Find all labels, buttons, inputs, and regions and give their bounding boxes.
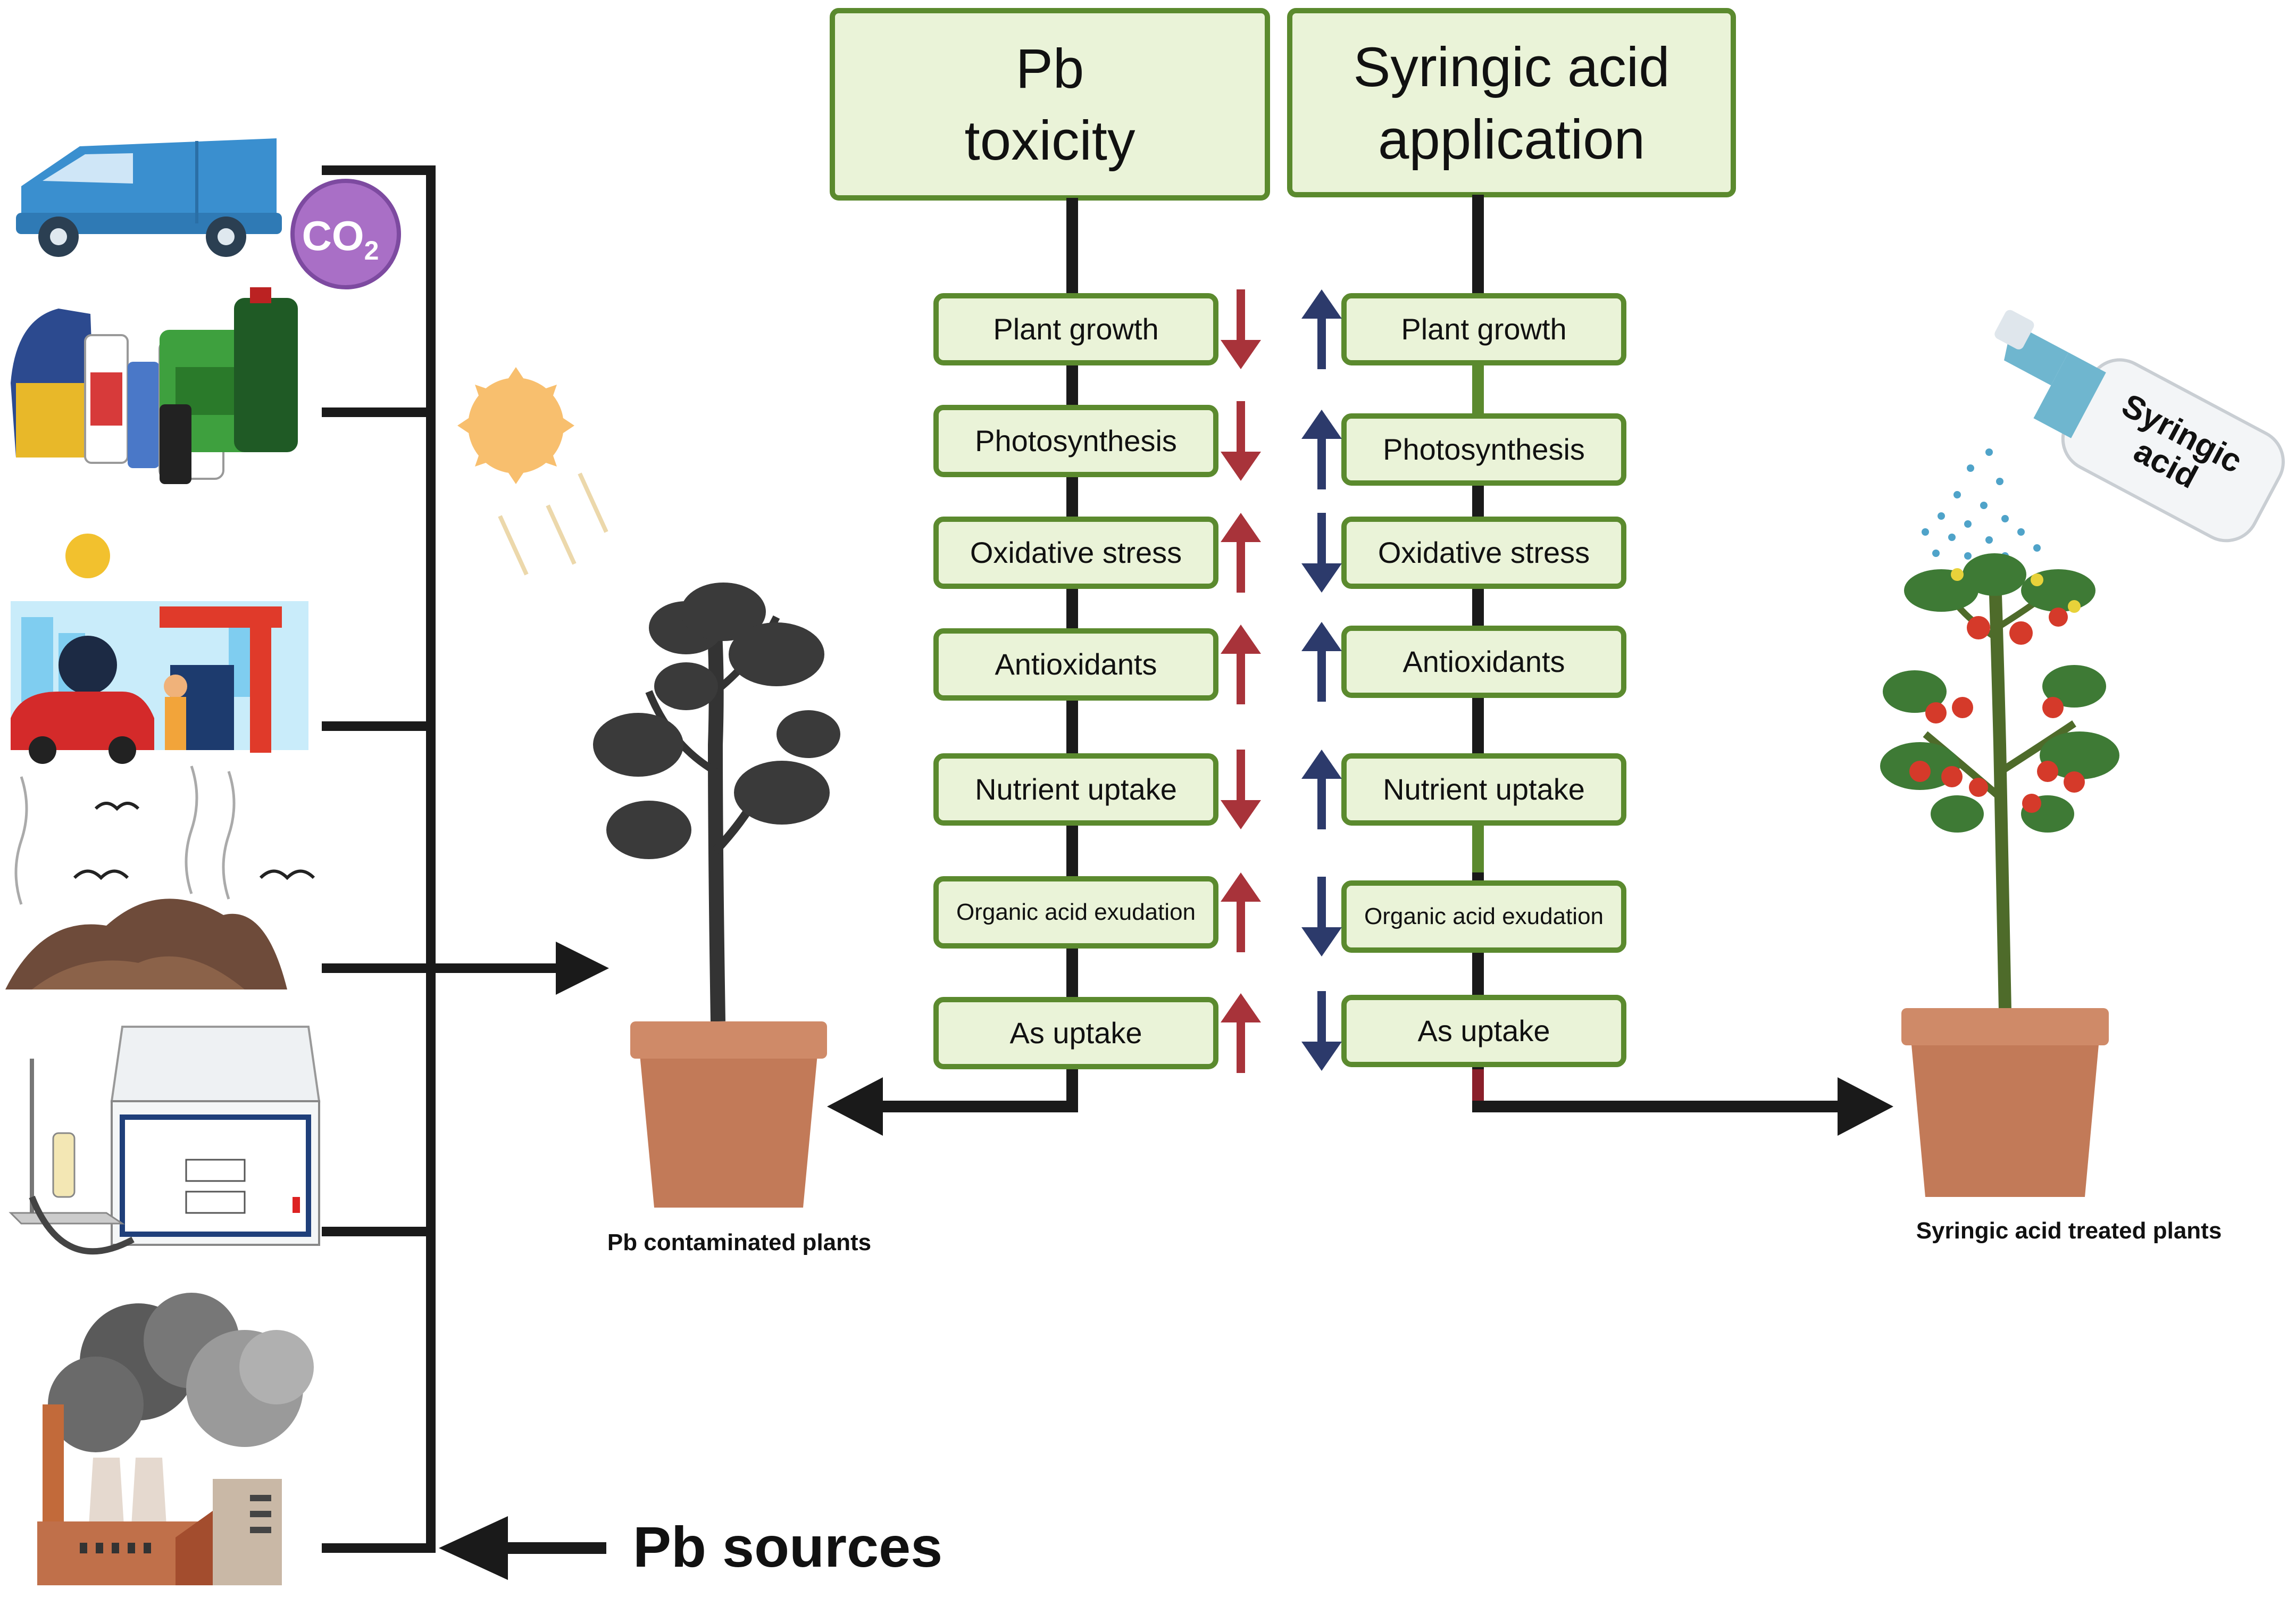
increase-arrow-icon [1221,872,1261,952]
pb-effects-column: Plant growth Photosynthesis Oxidative st… [933,293,1218,1069]
svg-text:Plant growth: Plant growth [993,312,1158,346]
svg-text:As uptake: As uptake [1417,1014,1550,1047]
svg-text:Nutrient uptake: Nutrient uptake [975,772,1177,806]
co2-bubble-icon: CO2 [290,179,401,289]
syringic-effect-box: Oxidative stress [1341,517,1626,589]
spray-mist [1922,448,2041,560]
svg-text:Oxidative stress: Oxidative stress [1378,536,1590,569]
syringic-effect-box: Antioxidants [1341,626,1626,698]
svg-text:Antioxidants: Antioxidants [995,647,1157,681]
pb-plant-pot [630,1021,827,1208]
increase-arrow-icon [1221,625,1261,704]
svg-text:Organic acid exudation: Organic acid exudation [956,899,1196,925]
svg-text:Plant growth: Plant growth [1401,312,1566,346]
pb-effect-box: Photosynthesis [933,405,1218,477]
pb-toxicity-header: Pb toxicity [830,8,1270,201]
delivery-van-icon [16,138,282,257]
decrease-arrow-icon [1301,991,1342,1071]
factory-icon [37,1293,314,1585]
svg-text:Photosynthesis: Photosynthesis [975,424,1177,458]
syringic-trend-arrows [1301,289,1342,1071]
pb-effect-box: Nutrient uptake [933,753,1218,826]
increase-arrow-icon [1301,750,1342,829]
arrow-to-pb-plant [827,1077,883,1136]
pb-effect-box: Plant growth [933,293,1218,365]
svg-text:CO2: CO2 [302,212,379,265]
pb-trend-arrows [1221,289,1261,1073]
svg-text:Photosynthesis: Photosynthesis [1383,432,1585,466]
svg-text:Pb: Pb [1016,38,1084,100]
decrease-arrow-icon [1221,401,1261,481]
gas-station-icon [11,534,308,764]
syringic-acid-application-header: Syringic acid application [1287,8,1736,197]
tomato-plant-icon [1880,553,2119,1011]
decrease-arrow-icon [1221,750,1261,829]
sun-icon [457,367,608,576]
spray-bottle-icon: Syringic acid [1994,310,2285,543]
dark-plant-icon [593,583,840,1022]
increase-arrow-icon [1221,993,1261,1073]
pb-sources-label: Pb sources [633,1515,942,1579]
syringic-effect-box: Organic acid exudation [1341,880,1626,953]
syringic-effect-box: As uptake [1341,995,1626,1067]
svg-text:Syringic acid: Syringic acid [1353,36,1669,98]
decrease-arrow-icon [1301,877,1342,956]
svg-text:application: application [1378,109,1645,171]
pb-contaminated-plants-caption: Pb contaminated plants [607,1229,871,1255]
decrease-arrow-icon [1221,289,1261,369]
sources-bracket [322,165,564,1553]
lab-instrument-icon [9,1026,321,1255]
svg-text:Antioxidants: Antioxidants [1402,645,1565,678]
pb-sources-arrowhead [439,1516,508,1580]
increase-arrow-icon [1301,622,1342,702]
pb-effect-box: As uptake [933,997,1218,1069]
svg-text:toxicity: toxicity [965,110,1136,172]
syringic-effect-box: Plant growth [1341,293,1626,365]
arrow-to-treated-plant [1838,1077,1893,1136]
treated-plant-pot [1901,1008,2109,1197]
pb-effect-box: Oxidative stress [933,517,1218,589]
pesticide-containers-icon [11,287,298,484]
syringic-effects-column: Plant growth Photosynthesis Oxidative st… [1341,293,1626,1067]
increase-arrow-icon [1301,289,1342,369]
svg-text:Nutrient uptake: Nutrient uptake [1383,772,1585,806]
syringic-effect-box: Nutrient uptake [1341,753,1626,826]
syringic-treated-plants-caption: Syringic acid treated plants [1916,1218,2222,1244]
svg-text:Oxidative stress: Oxidative stress [970,536,1182,569]
svg-text:As uptake: As uptake [1009,1016,1142,1050]
increase-arrow-icon [1301,410,1342,489]
landfill-icon [5,766,315,989]
increase-arrow-icon [1221,513,1261,593]
pb-effect-box: Antioxidants [933,628,1218,701]
svg-text:Organic acid exudation: Organic acid exudation [1364,903,1604,929]
pb-effect-box: Organic acid exudation [933,876,1218,949]
syringic-effect-box: Photosynthesis [1341,413,1626,486]
arrow-to-plant [556,942,609,995]
decrease-arrow-icon [1301,513,1342,593]
